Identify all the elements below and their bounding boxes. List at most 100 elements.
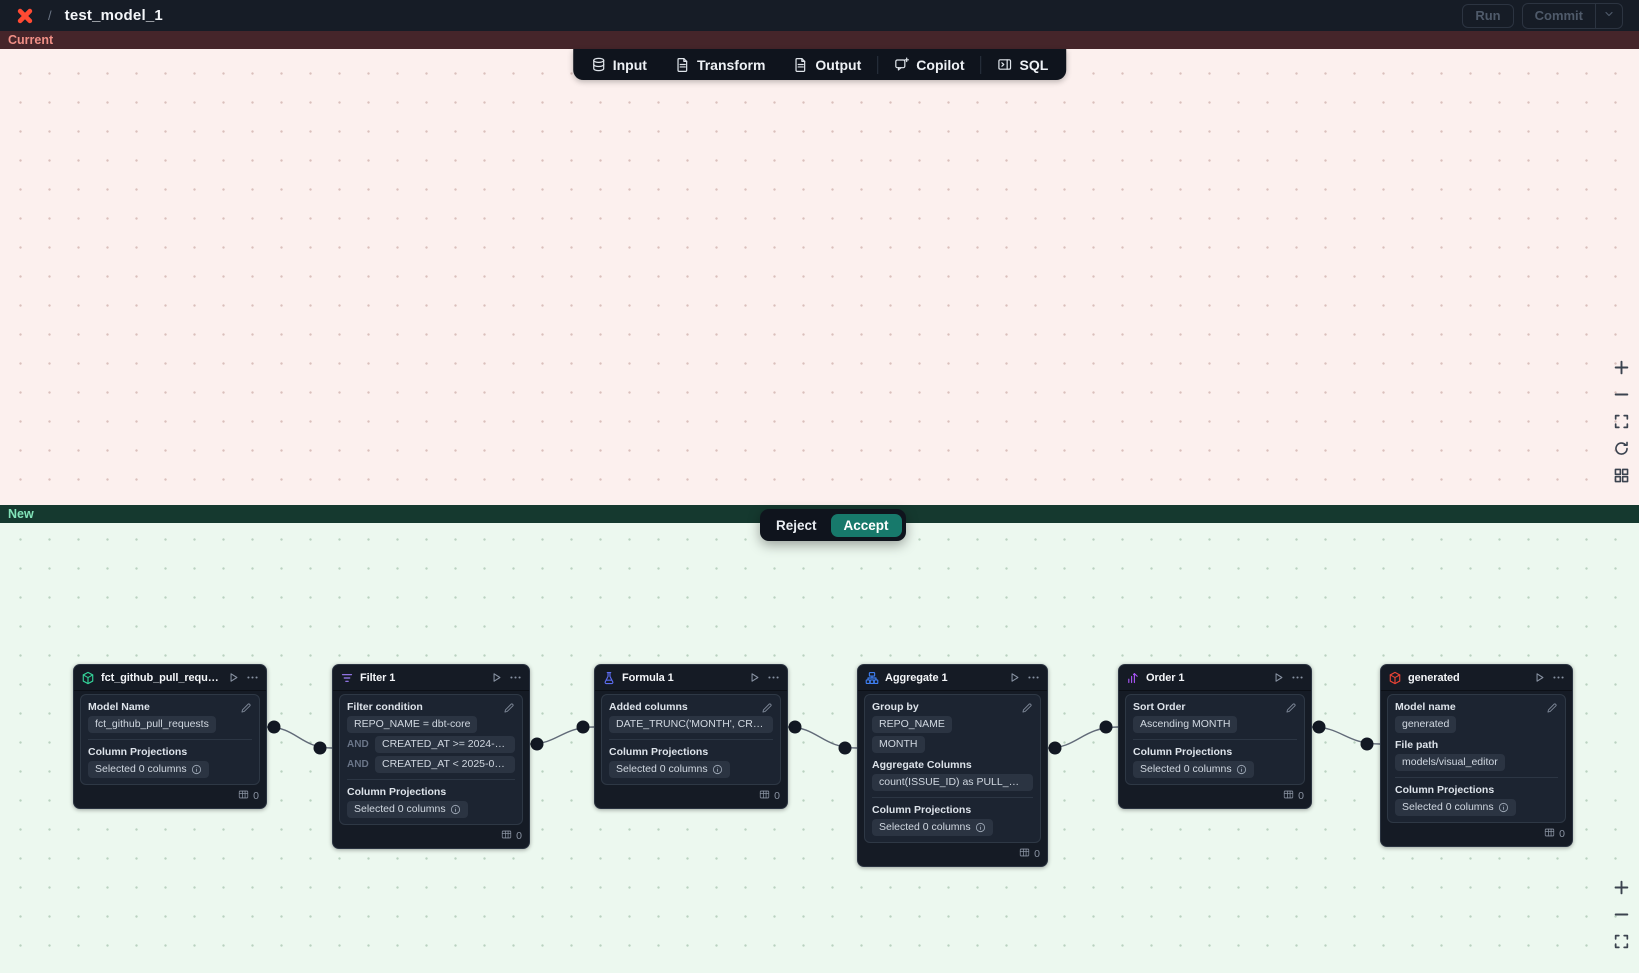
- value-pill: DATE_TRUNC('MONTH', CREATED_AT…: [609, 716, 773, 733]
- edge-port[interactable]: [267, 720, 281, 734]
- preview-rows-button[interactable]: 0: [1119, 789, 1311, 808]
- play-icon[interactable]: [1533, 671, 1546, 684]
- toolbar-item-transform[interactable]: Transform: [661, 49, 779, 80]
- value-row: models/visual_editor: [1395, 754, 1558, 771]
- field-label: Filter condition: [347, 701, 423, 713]
- chevron-down-icon: [1603, 8, 1615, 23]
- value-row: Selected 0 columns: [1395, 799, 1558, 816]
- review-pill: Reject Accept: [760, 509, 906, 541]
- value-row: AND CREATED_AT >= 2024-12-01: [347, 736, 515, 753]
- commit-dropdown-button[interactable]: [1595, 3, 1622, 28]
- current-canvas[interactable]: [0, 49, 1639, 505]
- zoom-out-button[interactable]: [1612, 905, 1631, 927]
- node-title: Order 1: [1146, 671, 1185, 684]
- zoom-in-icon: [1613, 359, 1630, 379]
- info-icon[interactable]: [975, 822, 986, 833]
- info-icon[interactable]: [450, 804, 461, 815]
- info-icon[interactable]: [712, 764, 723, 775]
- toolbar-item-input[interactable]: Input: [577, 49, 661, 80]
- node-menu-button[interactable]: [1291, 671, 1304, 684]
- toolbar-item-label: Transform: [696, 56, 766, 73]
- pencil-icon[interactable]: [1546, 701, 1558, 719]
- pencil-icon[interactable]: [503, 701, 515, 719]
- node-menu-button[interactable]: [1552, 671, 1565, 684]
- preview-rows-button[interactable]: 0: [74, 789, 266, 808]
- value-pill: Selected 0 columns: [872, 819, 993, 836]
- edge-port[interactable]: [788, 720, 802, 734]
- value-row: fct_github_pull_requests: [88, 716, 252, 733]
- dbt-logo-icon[interactable]: [16, 7, 34, 25]
- cube-icon: [81, 671, 95, 685]
- edge-port[interactable]: [838, 741, 852, 755]
- preview-rows-button[interactable]: 0: [595, 789, 787, 808]
- edge-port[interactable]: [313, 741, 327, 755]
- node-menu-button[interactable]: [246, 671, 259, 684]
- node-menu-button[interactable]: [509, 671, 522, 684]
- pencil-icon[interactable]: [240, 701, 252, 719]
- fit-view-icon: [1613, 413, 1630, 433]
- pencil-icon[interactable]: [761, 701, 773, 719]
- toolbar-item-label: Input: [612, 56, 647, 73]
- value-row: Selected 0 columns: [88, 761, 252, 778]
- play-icon[interactable]: [748, 671, 761, 684]
- preview-rows-button[interactable]: 0: [333, 829, 529, 848]
- pencil-icon[interactable]: [1285, 701, 1297, 719]
- toolbar-item-copilot[interactable]: Copilot: [880, 49, 978, 80]
- run-button[interactable]: Run: [1462, 3, 1514, 28]
- value-row: Selected 0 columns: [872, 819, 1033, 836]
- value-pill: Selected 0 columns: [1133, 761, 1254, 778]
- info-icon[interactable]: [191, 764, 202, 775]
- zoom-out-icon: [1613, 906, 1630, 926]
- play-icon[interactable]: [227, 671, 240, 684]
- info-icon[interactable]: [1236, 764, 1247, 775]
- value-pill: CREATED_AT >= 2024-12-01: [375, 736, 515, 753]
- layout-grid-button[interactable]: [1612, 466, 1631, 488]
- value-pill: REPO_NAME = dbt-core: [347, 716, 478, 733]
- zoom-out-button[interactable]: [1612, 385, 1631, 407]
- and-label: AND: [347, 759, 369, 770]
- node-header: Order 1: [1119, 665, 1311, 691]
- field-label: Added columns: [609, 701, 688, 713]
- value-row: generated: [1395, 716, 1558, 733]
- and-label: AND: [347, 739, 369, 750]
- fit-view-button[interactable]: [1612, 412, 1631, 434]
- edge-port[interactable]: [1048, 741, 1062, 755]
- preview-rows-button[interactable]: 0: [858, 847, 1047, 866]
- play-icon[interactable]: [1272, 671, 1285, 684]
- info-icon[interactable]: [1498, 802, 1509, 813]
- refresh-button[interactable]: [1612, 439, 1631, 461]
- reject-button[interactable]: Reject: [764, 515, 829, 536]
- play-icon[interactable]: [1008, 671, 1021, 684]
- edge-port[interactable]: [1099, 720, 1113, 734]
- pencil-icon[interactable]: [1021, 701, 1033, 719]
- preview-rows-button[interactable]: 0: [1381, 827, 1572, 846]
- edge-port[interactable]: [1312, 720, 1326, 734]
- field-label: Sort Order: [1133, 701, 1186, 713]
- value-pill: Ascending MONTH: [1133, 716, 1238, 733]
- canvas-controls-current: [1612, 358, 1631, 488]
- toolbar-item-output[interactable]: Output: [779, 49, 875, 80]
- toolbar-item-sql[interactable]: SQL: [984, 49, 1063, 80]
- flask-icon: [602, 671, 616, 685]
- edge-port[interactable]: [576, 720, 590, 734]
- edge-port[interactable]: [530, 737, 544, 751]
- row-count: 0: [774, 790, 780, 802]
- zoom-in-button[interactable]: [1612, 878, 1631, 900]
- fit-view-button[interactable]: [1612, 932, 1631, 954]
- field-label: Column Projections: [347, 786, 447, 798]
- value-row: count(ISSUE_ID) as PULL_REQUEST_…: [872, 774, 1033, 791]
- play-icon[interactable]: [490, 671, 503, 684]
- commit-button[interactable]: Commit: [1523, 4, 1595, 28]
- accept-button[interactable]: Accept: [830, 513, 902, 537]
- node-menu-button[interactable]: [767, 671, 780, 684]
- node-menu-button[interactable]: [1027, 671, 1040, 684]
- edge-port[interactable]: [1360, 737, 1374, 751]
- zoom-in-button[interactable]: [1612, 358, 1631, 380]
